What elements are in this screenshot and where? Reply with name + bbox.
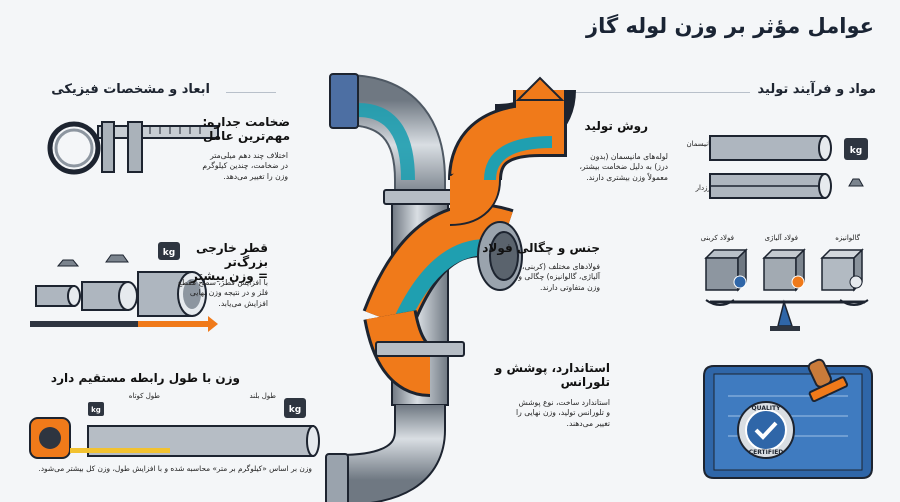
standard-text: استاندارد ساخت، نوع پوشش و تلورانس تولید… — [490, 398, 610, 429]
label-galvanized: گالوانیزه — [835, 234, 860, 242]
alloy-steel-cube — [762, 248, 806, 292]
central-pipe-illustration — [325, 73, 576, 502]
material-text-line3: وزن متفاوتی دارند. — [539, 282, 600, 292]
diameter-text-line2: فلز و در نتیجه وزن نهایی — [189, 288, 268, 298]
diameter-heading-line1: قطر خارجی بزرگ‌تر — [195, 241, 268, 269]
wall-heading-line1: ضخامت جداره: — [202, 115, 290, 129]
welded-label: درزدار — [695, 184, 714, 192]
steel-cubes-scale-icon — [704, 248, 869, 331]
galvanized-cube — [820, 248, 864, 292]
production-kg-label: kg — [850, 146, 862, 156]
material-text: فولادهای مختلف (کربنی، آلیاژی، گالوانیزه… — [490, 262, 600, 293]
length-text: وزن بر اساس «کیلوگرم بر متر» محاسبه شده … — [38, 464, 312, 473]
production-text-line2: درز) به دلیل ضخامت بیشتر، — [579, 162, 668, 172]
caliper-ring-icon — [47, 121, 219, 175]
production-heading: روش تولید — [584, 119, 648, 133]
left-section-rule — [226, 92, 276, 93]
short-length-label: طول کوتاه — [128, 392, 160, 400]
tape-measure-pipe-icon: kg kg — [29, 398, 320, 459]
standard-text-line1: استاندارد ساخت، نوع پوشش — [518, 398, 610, 407]
production-text: لوله‌های مانیسمان (بدون درز) به دلیل ضخا… — [558, 152, 668, 183]
label-alloy-steel: فولاد آلیاژی — [764, 234, 798, 242]
length-heading: وزن با طول رابطه مستقیم دارد — [50, 371, 240, 385]
long-length-label: طول بلند — [249, 392, 276, 400]
diameter-kg-label: kg — [163, 248, 175, 258]
left-section-title: ابعاد و مشخصات فیزیکی — [51, 82, 210, 97]
kg-small-label: kg — [91, 406, 101, 414]
production-text-line1: لوله‌های مانیسمان (بدون — [590, 152, 668, 161]
page-title: عوامل مؤثر بر وزن لوله گاز — [585, 14, 874, 38]
diameter-text: با افزایش قطر، سطح مقطع فلز و در نتیجه و… — [158, 278, 268, 309]
diameter-heading-line2: = وزن بیشتر — [191, 268, 268, 283]
kg-large-label: kg — [289, 405, 301, 415]
standard-text-line2: و تلورانس تولید، وزن نهایی را — [516, 408, 610, 418]
stamp-certified-text: CERTIFIED — [749, 449, 784, 456]
wall-text-line3: وزن را تغییر می‌دهد. — [223, 171, 288, 181]
wall-thickness-text: اختلاف چند دهم میلی‌متر در ضخامت، چندین … — [178, 151, 288, 182]
material-heading: جنس و چگالی فولاد — [482, 241, 600, 255]
wall-text-line2: در ضخامت، چندین کیلوگرم — [202, 161, 288, 171]
standard-heading-line2: تلورانس — [560, 374, 610, 389]
material-text-line1: فولادهای مختلف (کربنی، — [522, 262, 600, 271]
diameter-text-line1: با افزایش قطر، سطح مقطع — [177, 278, 268, 287]
wall-text-line1: اختلاف چند دهم میلی‌متر — [210, 151, 288, 160]
quality-certificate-icon: QUALITY CERTIFIED — [703, 358, 873, 479]
pipe-diameter-icons: kg — [30, 242, 218, 332]
seamless-label: مانیسمان — [686, 140, 714, 148]
diameter-text-line3: افزایش می‌یابد. — [218, 298, 268, 308]
diameter-heading: قطر خارجی بزرگ‌تر = وزن بیشتر — [158, 241, 268, 283]
production-text-line3: معمولاً وزن بیشتری دارند. — [586, 172, 668, 182]
standard-heading-line1: استاندارد، پوشش و — [494, 361, 610, 375]
wall-thickness-heading: ضخامت جداره: مهم‌ترین عامل — [180, 115, 290, 144]
stamp-quality-text: QUALITY — [752, 405, 782, 412]
carbon-steel-cube — [704, 248, 748, 292]
material-text-line2: آلیاژی، گالوانیزه) چگالی و — [518, 272, 600, 282]
label-carbon-steel: فولاد کربنی — [700, 234, 734, 242]
right-section-rule — [560, 92, 750, 93]
standard-text-line3: تغییر می‌دهند. — [566, 418, 610, 428]
right-section-title: مواد و فرآیند تولید — [757, 82, 876, 97]
production-pipes-icon: kg — [709, 135, 868, 199]
wall-heading-line2: مهم‌ترین عامل — [202, 128, 290, 143]
standard-heading: استاندارد، پوشش و تلورانس — [480, 361, 610, 390]
